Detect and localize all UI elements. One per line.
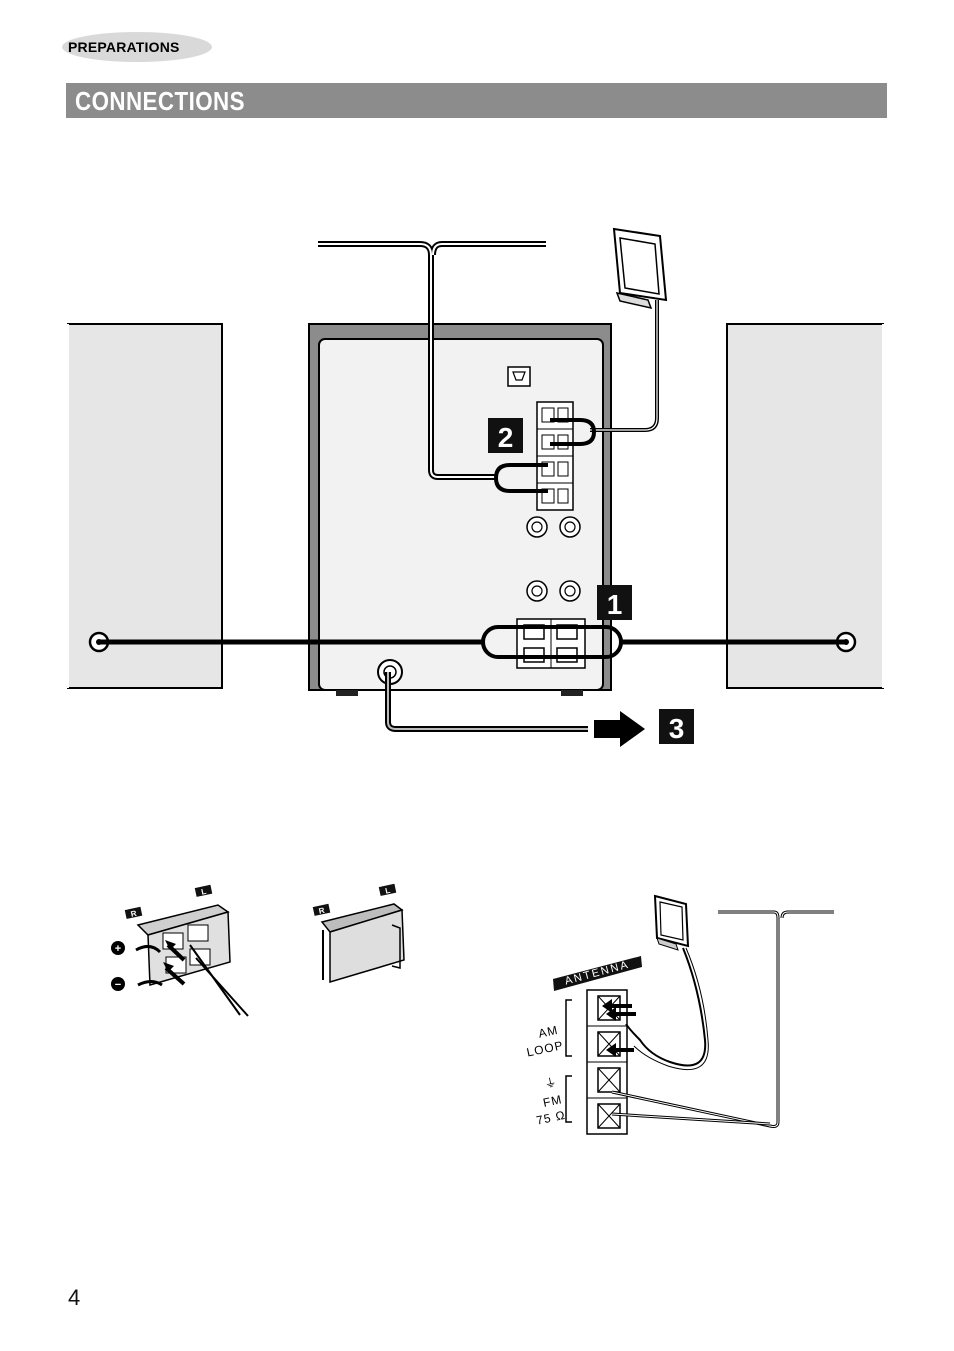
page-title-bar: CONNECTIONS xyxy=(66,83,887,118)
antenna-heading: ANTENNA xyxy=(564,959,631,988)
am-loop-antenna xyxy=(550,227,668,446)
antenna-terminal-detail: ANTENNA AM LOOP ⏚ FM 75 Ω xyxy=(525,894,834,1135)
terminal-r-label: R xyxy=(130,909,138,919)
speaker-cable xyxy=(99,625,846,659)
terminal-l-label: L xyxy=(200,887,207,897)
fm-label-line1: FM xyxy=(542,1092,564,1110)
step-badge-1-label: 1 xyxy=(607,589,623,620)
page-title: CONNECTIONS xyxy=(75,86,245,116)
cover-r-label: R xyxy=(318,906,326,916)
speaker-terminal-detail-closed: R L xyxy=(312,883,405,984)
terminal-minus-label: − xyxy=(115,979,121,991)
step-badge-2-label: 2 xyxy=(498,422,514,453)
ground-icon: ⏚ xyxy=(543,1075,558,1091)
terminal-plus-label: + xyxy=(115,943,121,955)
am-label-line1: AM xyxy=(537,1023,559,1041)
step-badge-3: 3 xyxy=(659,709,694,744)
section-label: PREPARATIONS xyxy=(62,32,212,62)
fm-label-line2: 75 Ω xyxy=(535,1108,567,1128)
step-badge-3-label: 3 xyxy=(669,713,685,744)
cover-l-label: L xyxy=(384,886,391,896)
power-cord xyxy=(385,672,645,747)
step-badge-1: 1 xyxy=(597,585,632,620)
right-speaker xyxy=(726,323,884,689)
speaker-terminal-detail-open: R L + − xyxy=(111,884,249,1017)
am-label-line2: LOOP xyxy=(525,1038,564,1059)
page-number: 4 xyxy=(68,1285,81,1310)
section-label-text: PREPARATIONS xyxy=(68,39,180,55)
left-speaker xyxy=(67,323,223,689)
fm-antenna-wire xyxy=(318,241,548,493)
section-label-background xyxy=(62,32,212,62)
step-badge-2: 2 xyxy=(488,418,523,453)
